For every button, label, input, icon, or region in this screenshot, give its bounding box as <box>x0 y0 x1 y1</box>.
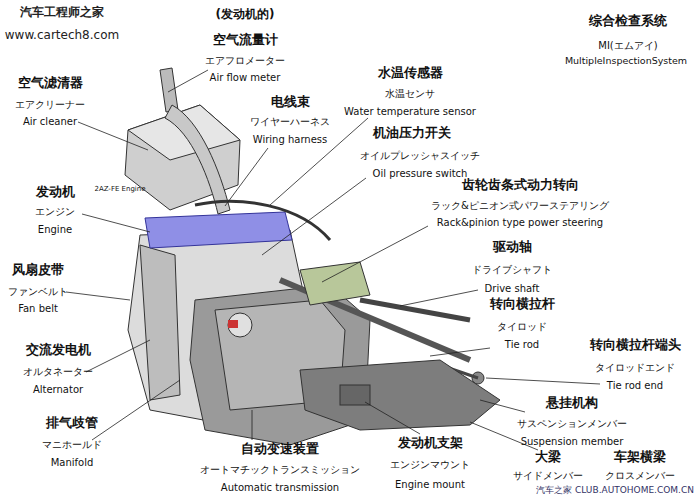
part-name: ワイヤーハーネス <box>250 116 330 128</box>
part-name: タイロッド <box>497 321 547 333</box>
part-name: オルタネーター <box>23 366 93 378</box>
part-name: Suspension member <box>521 436 624 448</box>
part-name: 水温传感器 <box>378 66 443 81</box>
part-name: 齿轮齿条式动力转向 <box>462 178 579 193</box>
part-name: オイルプレッシャスイッチ <box>360 150 480 162</box>
part-name: Automatic transmission <box>221 482 339 494</box>
part-name: 驱动轴 <box>493 240 532 255</box>
part-name: Alternator <box>33 384 83 396</box>
part-name: ファンベルト <box>8 286 68 298</box>
part-name: Air cleaner <box>23 116 77 128</box>
watermark: 汽车之家 CLUB.AUTOHOME.COM.CN <box>534 485 696 495</box>
part-name: Air flow meter <box>210 72 281 84</box>
watermark: www.cartech8.com <box>5 29 119 43</box>
part-name: タイロッドエンド <box>595 362 675 374</box>
part-name: Wiring harness <box>253 134 328 146</box>
part-name: 转向横拉杆端头 <box>590 338 681 353</box>
part-name: Tie rod end <box>607 380 663 392</box>
part-name: 电线束 <box>271 95 310 110</box>
part-name: Oil pressure switch <box>373 168 468 180</box>
part-name: 水温センサ <box>385 88 435 100</box>
part-name: 发动机支架 <box>398 436 463 451</box>
part-name: Drive shaft <box>485 283 540 295</box>
engine-code: 2AZ-FE Engine <box>94 185 145 193</box>
part-name: ドライブシャフト <box>472 264 552 276</box>
part-name: エアクリーナー <box>15 99 85 111</box>
part-name: エアフロメーター <box>205 55 285 67</box>
part-name: エンジン <box>35 206 75 218</box>
part-name: 自动变速装置 <box>241 442 319 457</box>
part-name: 悬挂机构 <box>546 396 598 411</box>
part-name: Tie rod <box>505 339 539 351</box>
note-text: 综合检查系统 <box>589 14 667 29</box>
part-name: 排气歧管 <box>46 416 98 431</box>
part-name: 空气流量计 <box>213 33 278 48</box>
part-name: 机油压力开关 <box>373 126 451 141</box>
part-name: ラック&ピニオン式パワーステアリング <box>431 200 609 212</box>
part-name: エンジンマウント <box>390 459 470 471</box>
part-name: 车架横梁 <box>614 450 666 465</box>
part-name: クロスメンバー <box>605 470 675 482</box>
part-name: サイドメンバー <box>513 470 583 482</box>
part-name: (发动机的) <box>216 8 275 22</box>
note-text: MultipleInspectionSystem <box>565 56 687 67</box>
part-name: Fan belt <box>18 303 58 315</box>
part-name: マニホールド <box>42 439 102 451</box>
part-name: 交流发电机 <box>26 343 91 358</box>
part-name: サスペンションメンバー <box>517 418 627 430</box>
part-name: Water temperature sensor <box>344 106 476 118</box>
part-name: オートマチックトランスミッション <box>200 464 360 476</box>
part-name: Engine <box>38 224 72 236</box>
part-name: 转向横拉杆 <box>490 297 555 312</box>
part-name: 空气滤清器 <box>18 76 83 91</box>
part-name: Engine mount <box>395 479 465 491</box>
note-text: MI(エムアイ) <box>598 40 657 52</box>
part-name: 发动机 <box>36 185 75 200</box>
part-name: 大梁 <box>535 450 561 465</box>
part-name: 风扇皮带 <box>12 263 64 278</box>
watermark: 汽车工程师之家 <box>20 6 104 20</box>
part-name: Manifold <box>51 457 94 469</box>
part-name: Rack&pinion type power steering <box>437 217 603 229</box>
